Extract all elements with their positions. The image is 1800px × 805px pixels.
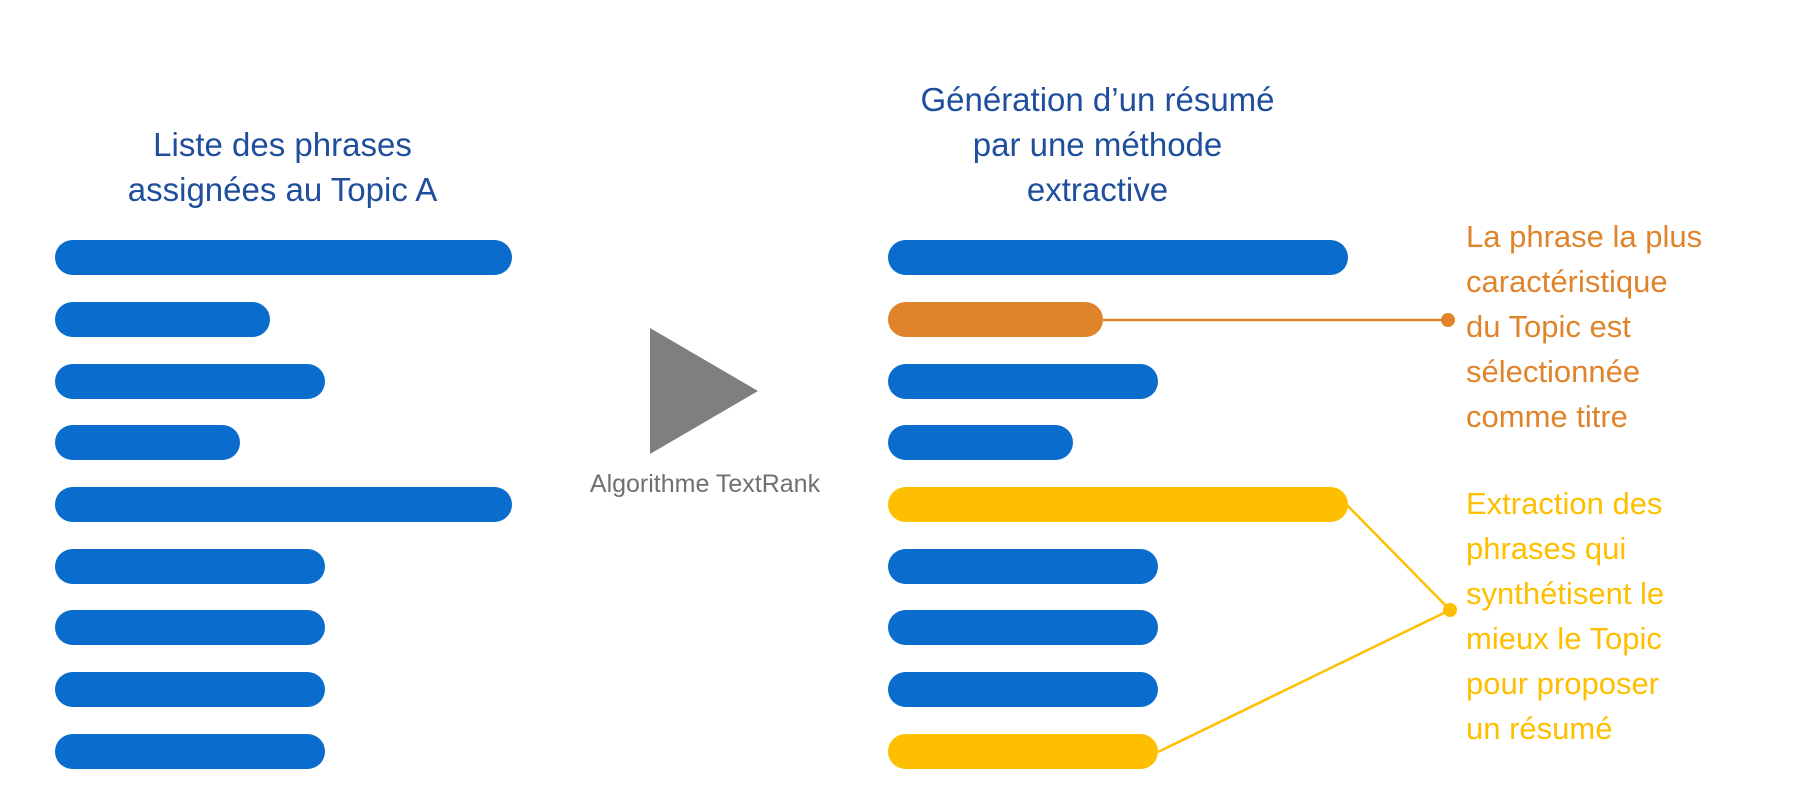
sentence-bar bbox=[55, 487, 512, 522]
sentence-bar bbox=[55, 734, 325, 769]
summary-sentence-bar bbox=[888, 734, 1158, 769]
sentence-bar bbox=[888, 364, 1158, 399]
title-sentence-bar bbox=[888, 302, 1103, 337]
sentence-bar bbox=[55, 240, 512, 275]
sentence-bar bbox=[888, 610, 1158, 645]
sentence-bar bbox=[55, 425, 240, 460]
sentence-bar bbox=[55, 302, 270, 337]
summary-connector-line-top bbox=[1345, 503, 1451, 611]
play-arrow-icon bbox=[650, 328, 758, 454]
title-selection-annotation: La phrase la plus caractéristique du Top… bbox=[1466, 219, 1703, 434]
summary-connector-line-bottom bbox=[1157, 608, 1451, 754]
summary-sentence-bar bbox=[888, 487, 1348, 522]
title-connector-dot bbox=[1441, 313, 1455, 327]
right-panel-title: Génération d’un résumé par une méthode e… bbox=[920, 81, 1275, 208]
left-panel-title: Liste des phrases assignées au Topic A bbox=[127, 126, 438, 208]
sentence-bar bbox=[55, 672, 325, 707]
sentence-bar bbox=[888, 549, 1158, 584]
algorithm-label: Algorithme TextRank bbox=[589, 470, 821, 498]
sentence-bar bbox=[55, 610, 325, 645]
sentence-bar bbox=[888, 240, 1348, 275]
summary-extraction-annotation: Extraction des phrases qui synthétisent … bbox=[1466, 486, 1665, 746]
sentence-bar bbox=[888, 672, 1158, 707]
sentence-bar bbox=[55, 549, 325, 584]
summary-connector-dot bbox=[1443, 603, 1457, 617]
sentence-bar bbox=[888, 425, 1073, 460]
sentence-bar bbox=[55, 364, 325, 399]
